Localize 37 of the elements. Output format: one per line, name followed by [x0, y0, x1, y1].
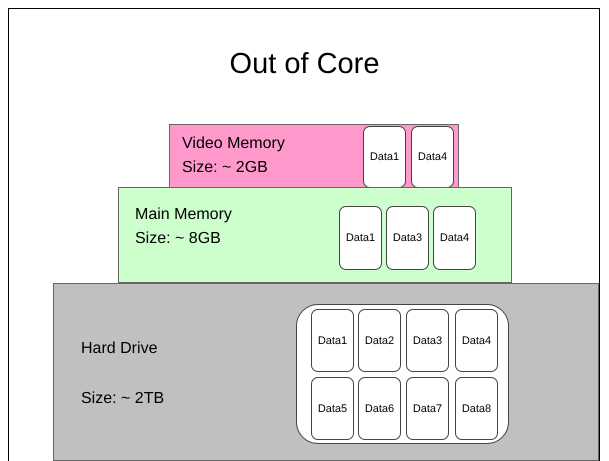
block-label: Data3: [392, 232, 424, 244]
memory-name: Video Memory: [182, 135, 285, 153]
data-block: [386, 206, 429, 270]
memory-size: Size: ~ 8GB: [135, 230, 221, 248]
data-block: [358, 377, 401, 440]
slide-title: Out of Core: [228, 48, 380, 81]
block-label: Data7: [412, 402, 444, 414]
block-label: Data1: [316, 334, 348, 346]
data-block: [363, 126, 406, 188]
memory-panel: [53, 283, 599, 461]
block-label: Data4: [460, 334, 492, 346]
data-block: [455, 377, 498, 440]
data-container: [296, 304, 509, 444]
memory-name: Main Memory: [135, 206, 232, 224]
data-block: [411, 126, 454, 188]
data-block: [311, 377, 354, 440]
data-block: [311, 309, 354, 372]
block-label: Data6: [364, 402, 396, 414]
data-block: [433, 206, 476, 270]
block-label: Data1: [368, 151, 400, 163]
block-label: Data2: [364, 334, 396, 346]
memory-size: Size: ~ 2GB: [182, 159, 268, 177]
block-label: Data4: [438, 232, 470, 244]
data-block: [406, 377, 449, 440]
block-label: Data5: [316, 402, 348, 414]
data-block: [455, 309, 498, 372]
memory-size: Size: ~ 2TB: [81, 390, 164, 408]
block-label: Data3: [412, 334, 444, 346]
data-block: [358, 309, 401, 372]
block-label: Data8: [460, 402, 492, 414]
memory-name: Hard Drive: [81, 340, 158, 358]
data-block: [339, 206, 382, 270]
block-label: Data4: [416, 151, 448, 163]
memory-panel: [169, 124, 459, 188]
data-block: [406, 309, 449, 372]
block-label: Data1: [344, 232, 376, 244]
memory-panel: [118, 187, 512, 283]
